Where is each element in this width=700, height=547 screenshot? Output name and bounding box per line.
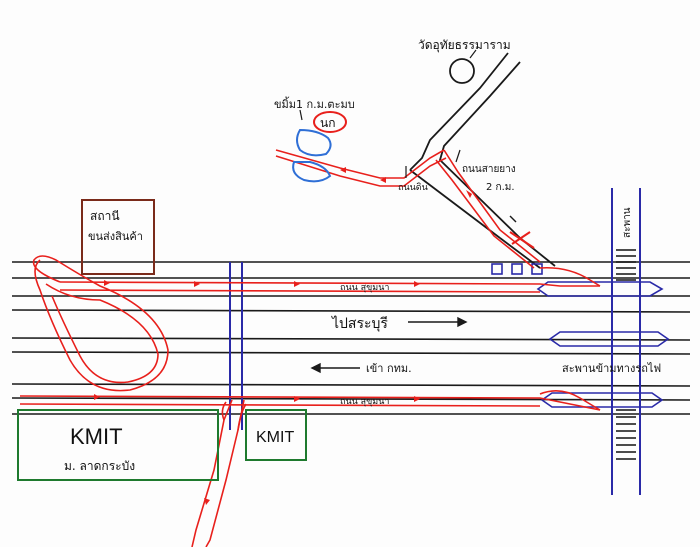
inn-mark-label: นก — [320, 116, 335, 130]
temple-label: วัดอุทัยธรรมาราม — [418, 38, 511, 53]
kmit-small-label: KMIT — [256, 429, 294, 446]
pond — [292, 128, 332, 183]
direction-arrows — [310, 316, 468, 374]
kmit-main-box — [17, 409, 219, 481]
railway-bridge-label: สะพานข้ามทางรถไฟ — [562, 362, 661, 375]
station-box — [81, 199, 155, 275]
route-lines — [19, 149, 601, 547]
station-sub-label: ขนส่งสินค้า — [88, 230, 143, 243]
dirt-road-label: ถนนดิน — [398, 182, 428, 193]
to-saraburi-label: ไปสระบุรี — [331, 315, 388, 332]
inn-mark-oval — [313, 111, 347, 133]
road-bottom-label: ถนน สุขุมนา — [340, 397, 389, 407]
kmit-sub-label: ม. ลาดกระบัง — [64, 459, 135, 473]
kmit-small-box — [245, 409, 307, 461]
bridge-vertical-label: สะพาน — [622, 207, 633, 238]
village-road-km-label: 2 ก.ม. — [486, 182, 515, 193]
kmit-main-label: KMIT — [70, 424, 123, 449]
vertical-railway — [611, 188, 641, 495]
temple-icon — [449, 58, 475, 84]
village-road — [409, 52, 556, 269]
road-top-label: ถนน สุขุมนา — [340, 283, 389, 293]
station-label: สถานี — [90, 209, 120, 223]
railway-overpass — [536, 281, 670, 408]
route-arrows — [94, 167, 472, 505]
to-bkk-label: เข้า กทม. — [366, 362, 412, 375]
highway-lanes — [11, 261, 691, 415]
village-road-label: ถนนสายยาง — [462, 164, 516, 175]
inn-label: ขมิ้ม1 ก.ม.ตะมบ — [274, 96, 355, 111]
toll-booths — [491, 263, 543, 275]
